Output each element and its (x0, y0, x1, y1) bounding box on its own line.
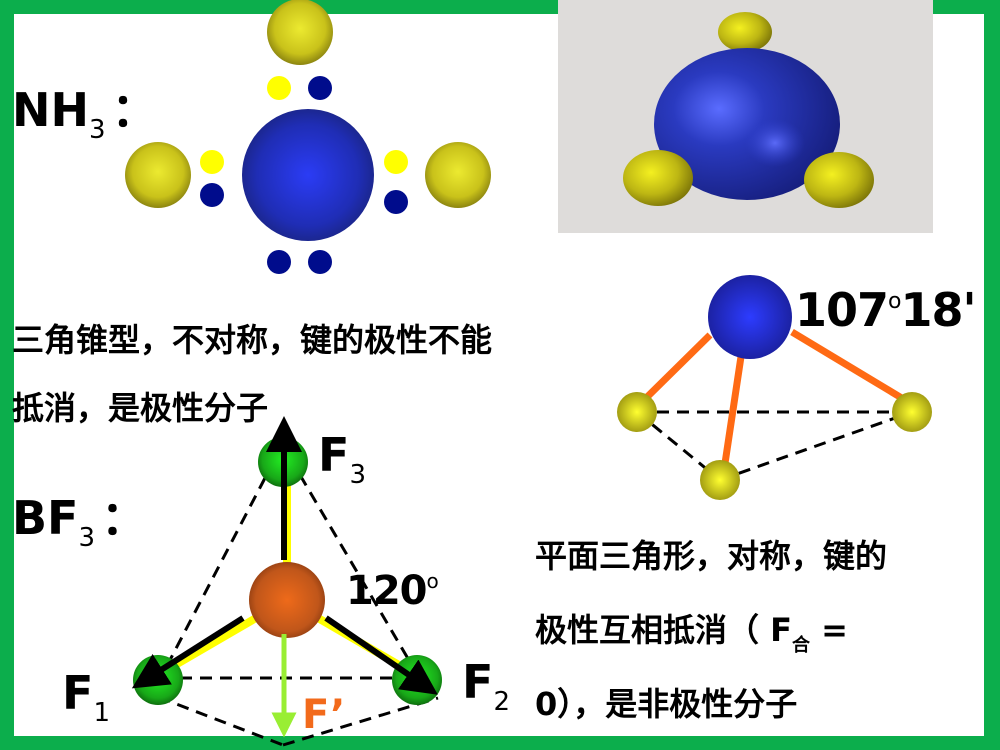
formula-subscript: 3 (78, 523, 96, 553)
label-text: F (462, 655, 494, 709)
label-subscript: 3 (349, 460, 366, 490)
degree-symbol: o (426, 569, 439, 593)
hydrogen-ball (700, 460, 740, 500)
hydrogen-sphere-right (804, 152, 874, 208)
formula-subscript: 3 (89, 115, 106, 145)
bf3-description-line2: 极性互相抵消（ F合 = (535, 612, 848, 664)
hydrogen-atom-right (425, 142, 491, 208)
nh3-description-line1: 三角锥型，不对称，键的极性不能 (12, 321, 493, 359)
nh3-description-line2: 抵消，是极性分子 (12, 389, 269, 427)
frame-bottom-border (0, 736, 1000, 750)
nh3-pyramid-diagram (617, 275, 932, 500)
force-arrow-f1 (131, 615, 245, 689)
force-arrow-f2 (324, 615, 438, 695)
description-text: = (810, 611, 848, 649)
label-f2: F2 (462, 655, 510, 717)
formula-colon: ： (111, 83, 158, 137)
angle-minutes: 18' (900, 283, 977, 337)
electron-dot-h (200, 150, 224, 174)
nh3-bond-angle: 107o18' (795, 283, 977, 337)
n-h-bond (639, 332, 713, 405)
degree-symbol: o (888, 289, 902, 314)
nh3-3d-model-image (558, 0, 933, 233)
nitrogen-sphere (654, 48, 840, 200)
label-f1: F1 (62, 666, 110, 728)
label-text: F (318, 428, 350, 482)
electron-dot-h (267, 76, 291, 100)
label-resultant-force: F’ (302, 692, 346, 738)
hydrogen-ball (892, 392, 932, 432)
hydrogen-ball (617, 392, 657, 432)
lone-pair-dot (267, 250, 291, 274)
electron-dot-n (384, 190, 408, 214)
nitrogen-ball (708, 275, 792, 359)
nh3-3d-model-graphic (623, 12, 874, 208)
nh3-formula: NH3： (12, 74, 158, 145)
formula-colon: ： (101, 491, 148, 545)
angle-degrees: 107 (795, 283, 889, 337)
lone-pair-dot (308, 250, 332, 274)
frame-right-border (984, 0, 1000, 750)
n-h-bond (720, 349, 746, 471)
angle-degrees: 120 (346, 568, 427, 614)
bf3-description-line1: 平面三角形，对称，键的 (535, 537, 888, 575)
electron-dot-h (384, 150, 408, 174)
n-h-bond (790, 329, 907, 403)
label-f3: F3 (318, 428, 366, 490)
hydrogen-sphere-left (623, 150, 693, 206)
dashed-edge (298, 474, 412, 663)
label-text: F (62, 666, 94, 720)
electron-dot-n (308, 76, 332, 100)
boron-atom (249, 562, 325, 638)
bf3-formula: BF3： (12, 482, 147, 553)
label-subscript: 2 (493, 687, 510, 717)
label-subscript: 1 (93, 698, 110, 728)
bf3-description-line3: 0），是非极性分子 (535, 685, 798, 723)
hydrogen-atom-left (125, 142, 191, 208)
dashed-edge (282, 696, 439, 747)
description-subscript: 合 (792, 635, 811, 656)
base-edge (719, 410, 913, 482)
hydrogen-sphere-top (718, 12, 772, 52)
frame-left-border (0, 0, 14, 750)
hydrogen-atom-top (267, 0, 333, 65)
formula-text: NH (12, 83, 89, 137)
dashed-edge (168, 477, 267, 661)
nitrogen-highlight (745, 119, 805, 167)
nh3-electron-dot-diagram (125, 0, 491, 274)
description-text: 极性互相抵消（ F (535, 611, 793, 649)
electron-dot-n (200, 183, 224, 207)
nitrogen-atom (242, 109, 374, 241)
bf3-planar-diagram (131, 416, 442, 747)
bf3-bond-angle: 120o (346, 568, 439, 614)
formula-text: BF (12, 491, 79, 545)
